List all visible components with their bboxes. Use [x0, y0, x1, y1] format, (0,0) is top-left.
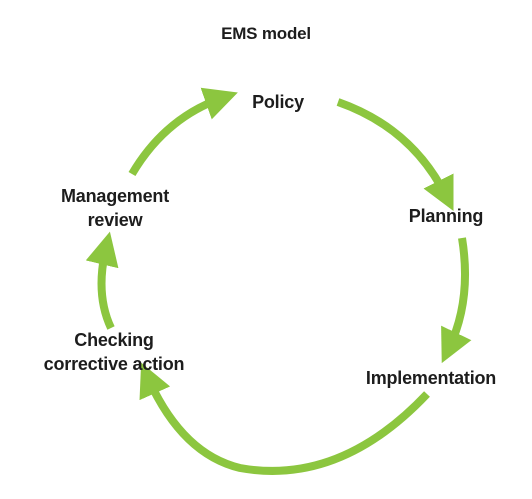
arrow-policy-to-planning	[336, 98, 454, 212]
step-checking-line-1: Checking	[74, 330, 154, 350]
step-planning-line-1: Planning	[408, 206, 484, 226]
diagram-title: EMS model	[221, 24, 311, 43]
step-checking-corrective-action: Checking corrective action	[14, 328, 214, 376]
step-policy: Policy	[218, 90, 338, 114]
step-policy-line-1: Policy	[252, 92, 304, 112]
step-planning: Planning	[386, 204, 506, 228]
step-implementation-line-1: Implementation	[365, 368, 497, 388]
arrow-management-review-to-policy	[128, 87, 238, 177]
step-management-review-line-1: Management	[60, 186, 170, 206]
arrow-checking-to-management-review	[85, 231, 119, 330]
step-implementation: Implementation	[346, 366, 516, 390]
step-management-review: Management review	[30, 184, 200, 232]
arrow-planning-to-implementation	[441, 237, 472, 364]
step-management-review-line-2: review	[87, 210, 143, 230]
arrow-implementation-to-checking	[139, 362, 430, 475]
step-checking-line-2: corrective action	[43, 354, 185, 374]
